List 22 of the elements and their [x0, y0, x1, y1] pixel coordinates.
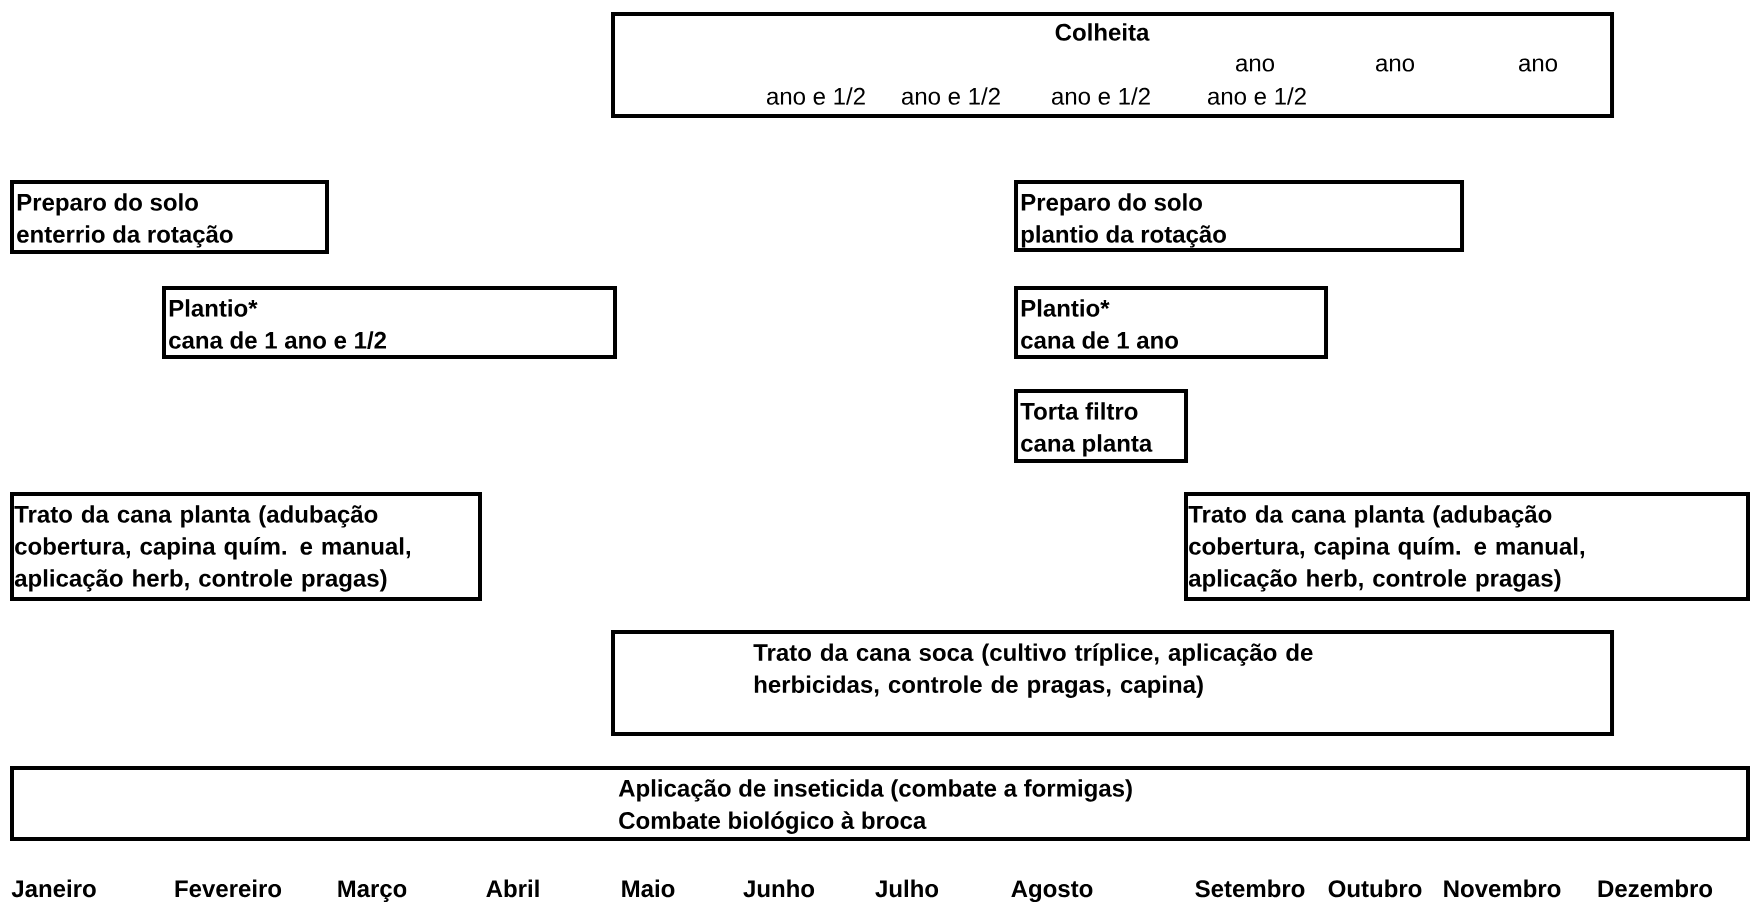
task-box: Trato da cana planta (adubação cobertura, capina quím. e manual, aplicação herb, controle pragas) — [10, 492, 482, 601]
month-label: Janeiro — [11, 879, 96, 898]
task-box: Aplicação de inseticida (combate a formigas) Combate biológico à broca — [10, 766, 1750, 841]
task-box: Trato da cana soca (cultivo tríplice, aplicação de herbicidas, controle de pragas, capina) — [611, 630, 1614, 736]
task-box: Trato da cana planta (adubação cobertura, capina quím. e manual, aplicação herb, controle pragas) — [1184, 492, 1750, 601]
month-label: Dezembro — [1598, 879, 1713, 898]
month-label: Maio — [622, 879, 675, 898]
task-box: Colheita ano ano ano ano e 1/2 ano e 1/2 ano e 1/2 ano e 1/2 — [611, 12, 1614, 118]
task-box: Preparo do solo enterrio da rotação — [10, 180, 329, 254]
task-box: Plantio* cana de 1 ano e 1/2 — [162, 286, 617, 359]
task-box: Plantio* cana de 1 ano — [1014, 286, 1328, 359]
month-label: Setembro — [1195, 879, 1305, 898]
month-label: Junho — [743, 879, 815, 898]
month-label: Agosto — [1011, 880, 1093, 902]
task-box: Torta filtro cana planta — [1014, 389, 1188, 463]
task-box: Preparo do solo plantio da rotação — [1014, 180, 1464, 252]
month-label: Abril — [486, 879, 539, 898]
month-label: Outubro — [1328, 879, 1422, 898]
month-label: Julho — [875, 879, 939, 898]
month-label: Fevereiro — [175, 879, 282, 898]
month-label: Março — [338, 880, 407, 902]
month-label: Novembro — [1444, 879, 1561, 898]
